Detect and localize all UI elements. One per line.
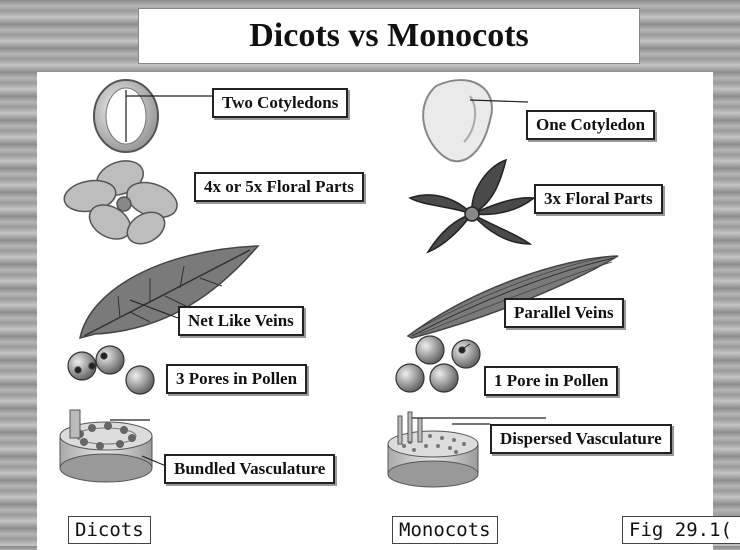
label-three-pores-pollen: 3 Pores in Pollen — [166, 364, 307, 394]
label-bundled-vasculature: Bundled Vasculature — [164, 454, 335, 484]
label-one-pore-pollen: 1 Pore in Pollen — [484, 366, 618, 396]
label-monocot-floral-parts: 3x Floral Parts — [534, 184, 663, 214]
footer-dicots: Dicots — [68, 516, 151, 544]
monocot-stem-cross-section-icon — [388, 412, 478, 487]
label-net-like-veins: Net Like Veins — [178, 306, 304, 336]
label-dispersed-vasculature: Dispersed Vasculature — [490, 424, 672, 454]
dicot-pollen-icon — [68, 346, 154, 394]
dicot-seed-icon — [94, 80, 158, 152]
monocot-pollen-icon — [396, 336, 480, 392]
dicot-stem-cross-section-icon — [60, 410, 152, 482]
label-dicot-floral-parts: 4x or 5x Floral Parts — [194, 172, 364, 202]
label-two-cotyledons: Two Cotyledons — [212, 88, 348, 118]
footer-monocots: Monocots — [392, 516, 498, 544]
footer-figure-number: Fig 29.1( — [622, 516, 740, 544]
label-one-cotyledon: One Cotyledon — [526, 110, 655, 140]
dicot-flower-icon — [62, 155, 182, 250]
monocot-seed-icon — [423, 80, 492, 161]
monocot-flower-icon — [410, 160, 534, 252]
label-parallel-veins: Parallel Veins — [504, 298, 624, 328]
